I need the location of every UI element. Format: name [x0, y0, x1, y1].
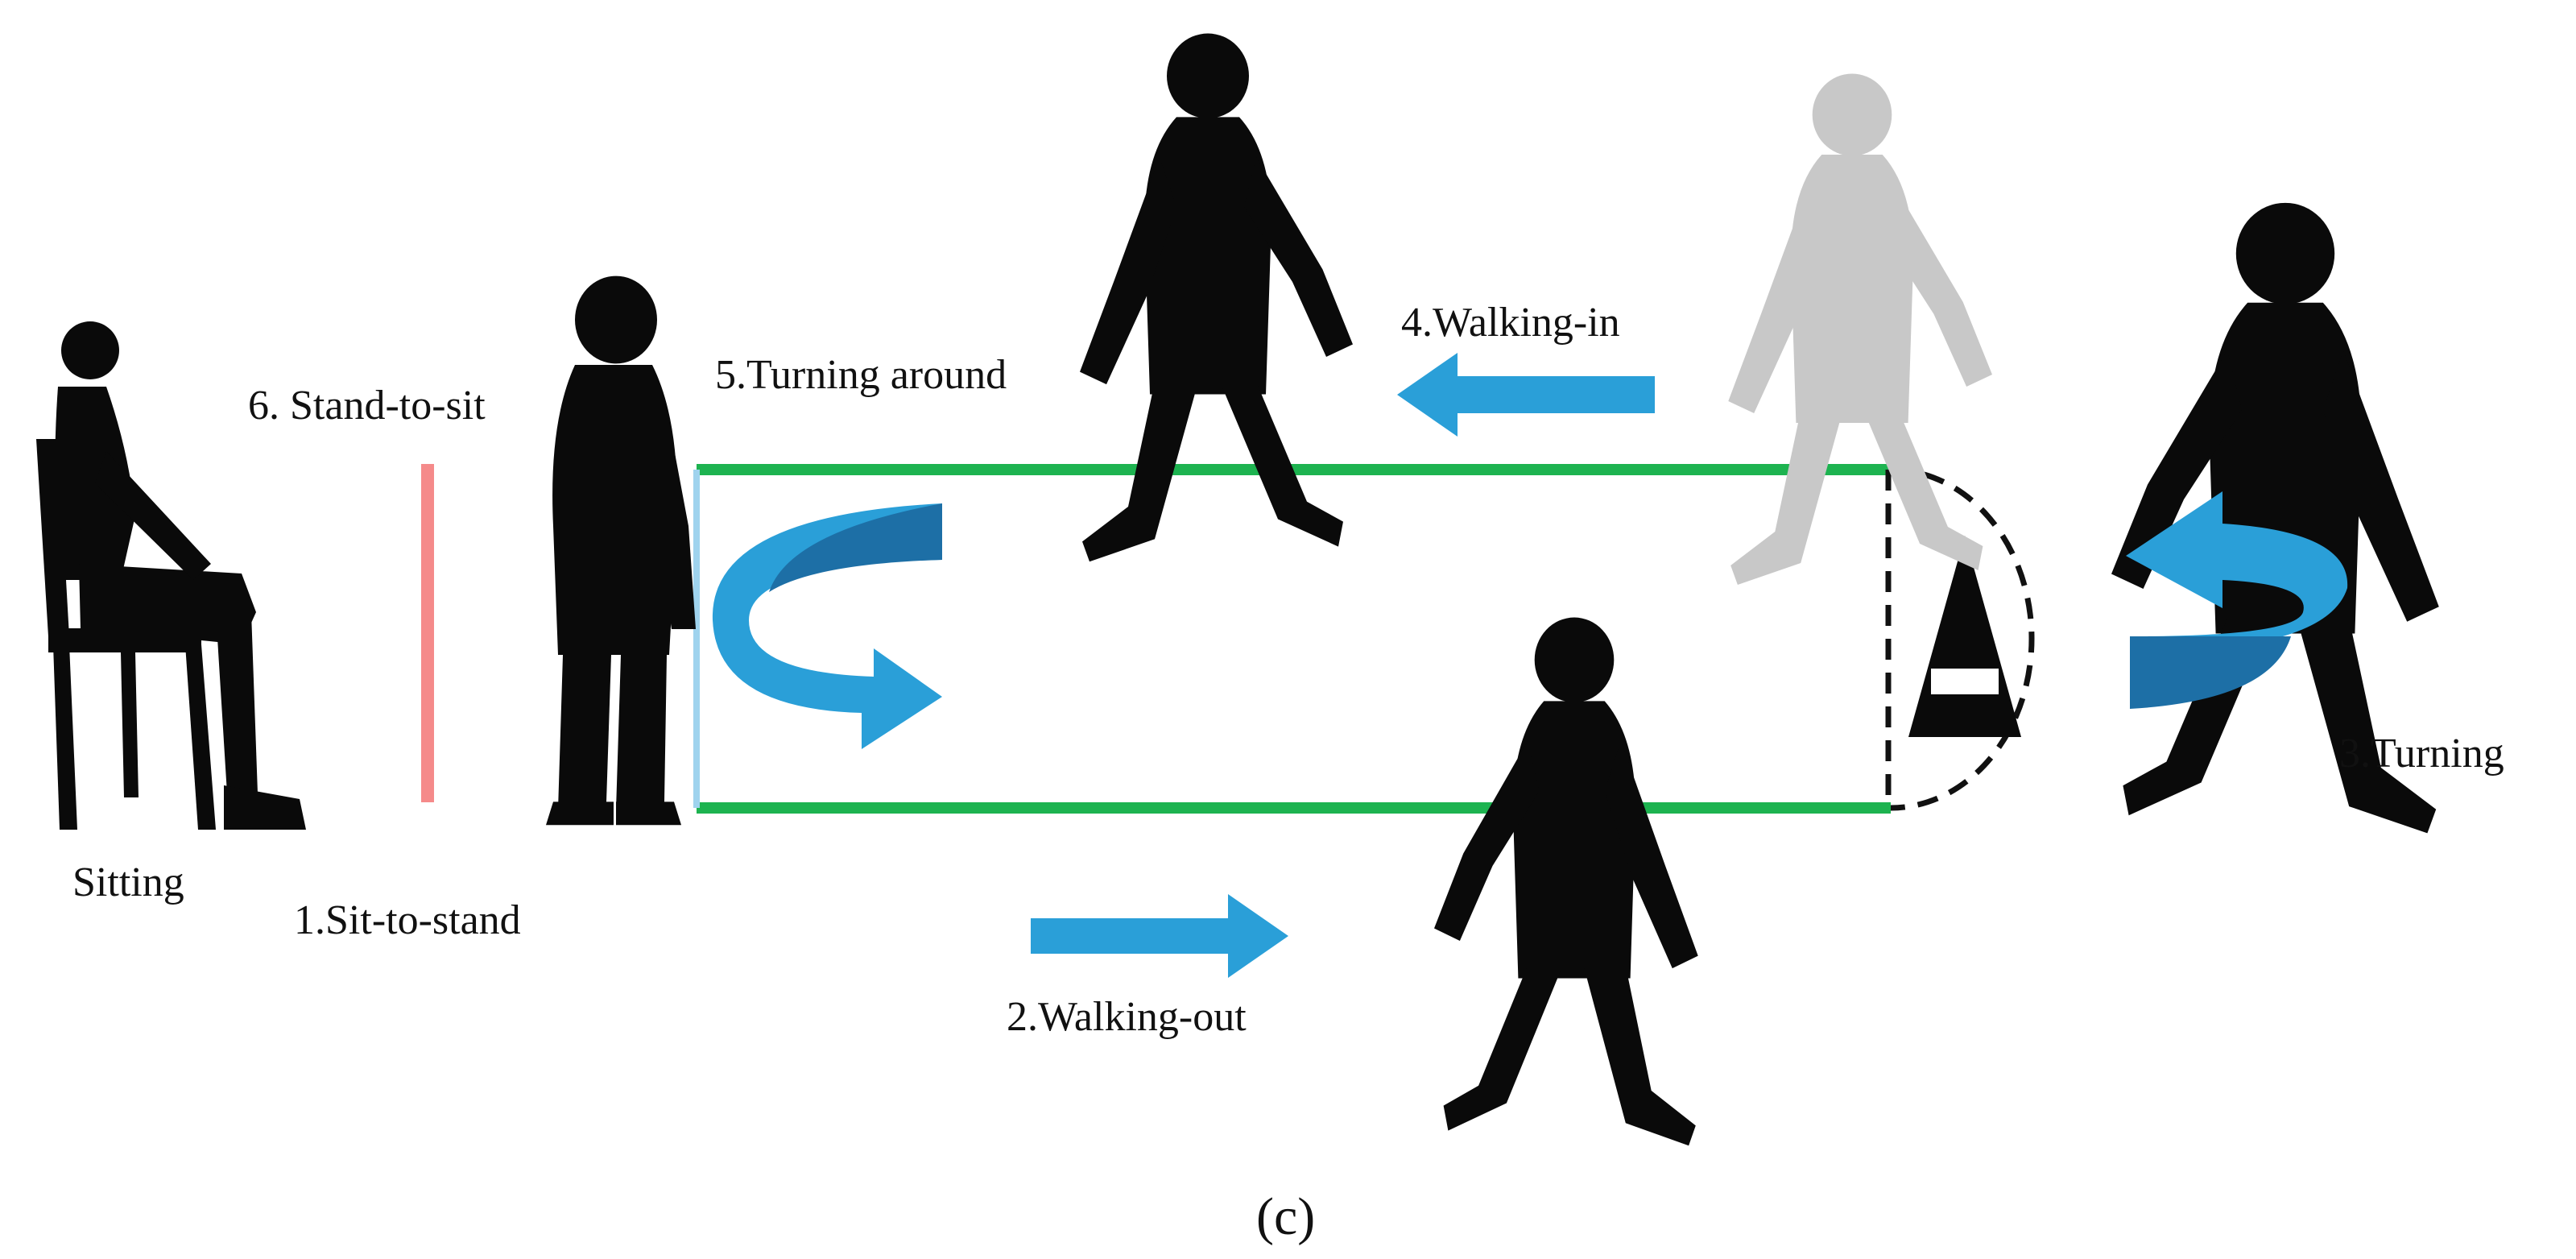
walking-in-person-silhouette	[1080, 33, 1353, 562]
turn-semicircle-dashed	[1890, 466, 2035, 811]
turning-around-arrow	[712, 503, 942, 749]
label-sitting: Sitting	[72, 859, 184, 905]
label-stand-to-sit: 6. Stand-to-sit	[248, 383, 486, 429]
label-walking-out: 2.Walking-out	[1007, 994, 1247, 1040]
walkway	[693, 464, 2035, 814]
sitting-person-silhouette	[36, 321, 306, 830]
start-line	[421, 464, 434, 802]
label-turning-around: 5.Turning around	[715, 352, 1007, 398]
walking-in-arrow	[1397, 353, 1655, 437]
walking-out-person-silhouette	[1434, 617, 1698, 1146]
cone-icon	[1908, 536, 2021, 737]
figure-caption: (c)	[1256, 1187, 1316, 1246]
turning-arrow	[2126, 491, 2348, 709]
label-turning: 3.Turning	[2339, 731, 2504, 777]
label-sit-to-stand: 1.Sit-to-stand	[294, 897, 521, 943]
walking-out-arrow	[1031, 894, 1288, 978]
faded-person-silhouette	[1728, 73, 1992, 585]
standing-person-silhouette	[546, 275, 696, 826]
label-walking-in: 4.Walking-in	[1401, 300, 1620, 346]
